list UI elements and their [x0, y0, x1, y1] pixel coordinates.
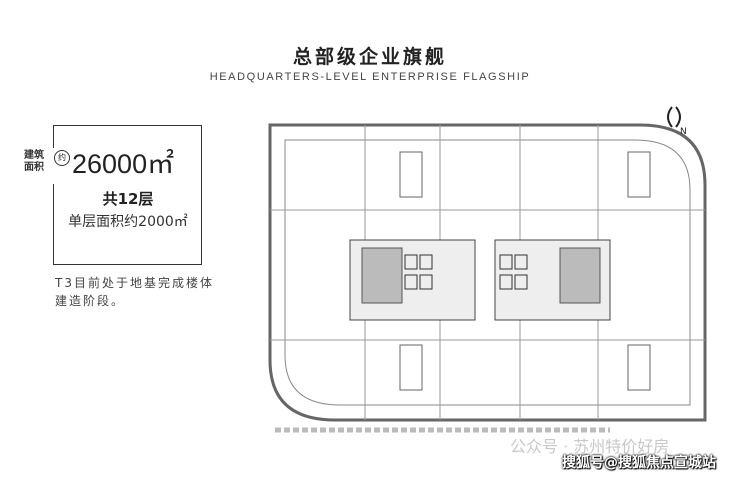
compass-icon — [667, 106, 681, 128]
watermark-wechat: 公众号 · 苏州特价好房 — [510, 437, 670, 456]
approx-badge: 约 — [54, 150, 70, 166]
page-title: 总部级企业旗舰 — [292, 46, 447, 68]
compass-label: N — [680, 127, 687, 137]
total-area: 26000㎡ — [72, 149, 175, 179]
outer-wall — [268, 123, 707, 422]
construction-note: T3目前处于地基完成楼体建造阶段。 — [55, 276, 214, 308]
per-floor-area: 单层面积约2000㎡ — [68, 214, 188, 230]
area-label: 建筑面积 — [24, 150, 44, 173]
info-box — [53, 125, 202, 265]
watermark-sohu: 搜狐号@搜狐焦点宣城站 — [562, 455, 716, 471]
floor-count: 共12层 — [102, 190, 154, 208]
page-subtitle: HEADQUARTERS-LEVEL ENTERPRISE FLAGSHIP — [209, 71, 531, 83]
